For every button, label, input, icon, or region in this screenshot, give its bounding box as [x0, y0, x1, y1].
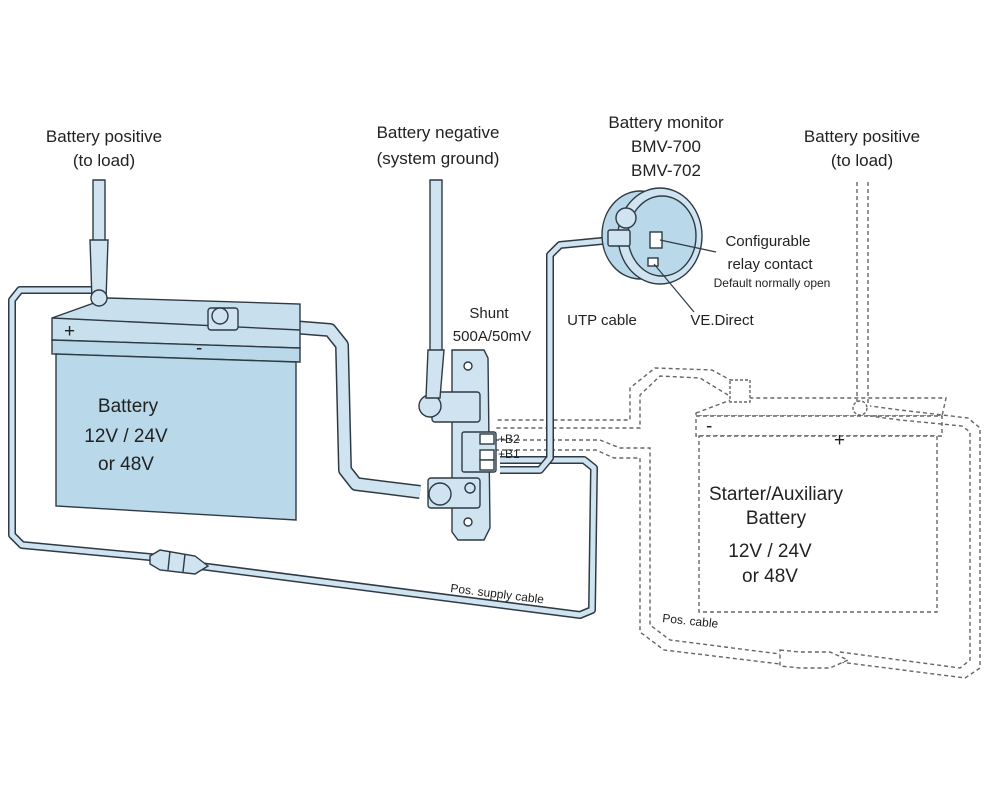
terminal-b1	[479, 449, 495, 461]
aux-battery-system	[495, 180, 981, 679]
relay-default: Default normally open	[714, 276, 831, 290]
main-minus-sign: -	[196, 338, 202, 359]
aux-inline-fuse	[779, 649, 850, 669]
main-battery-voltage-2: or 48V	[98, 454, 154, 475]
shunt-line1: Shunt	[469, 305, 509, 322]
terminal-b2	[479, 433, 495, 445]
batt-negative-line1: Battery negative	[377, 123, 500, 142]
batt-negative-line2: (system ground)	[377, 149, 500, 168]
utp-cable-fill	[500, 237, 613, 473]
monitor-knob	[615, 207, 637, 229]
batt-pos-right-line2: (to load)	[831, 151, 893, 170]
main-battery-body	[55, 353, 297, 521]
shunt-bolt-bottom	[428, 482, 452, 506]
shunt-hole-top	[463, 361, 473, 371]
batt-pos-right-line1: Battery positive	[804, 127, 920, 146]
aux-positive-cable-up	[856, 180, 869, 403]
batt-pos-left-line2: (to load)	[73, 151, 135, 170]
aux-battery-voltage-1: 12V / 24V	[728, 541, 812, 562]
aux-battery-lid	[695, 415, 943, 437]
shunt	[418, 349, 497, 541]
aux-negative-lead	[495, 367, 746, 429]
aux-terminals	[729, 379, 868, 416]
supply-inline-fuse	[149, 549, 210, 575]
pos-cable-label: Pos. cable	[662, 611, 720, 631]
aux-battery-body	[698, 435, 938, 613]
aux-plus-sign: +	[834, 430, 845, 451]
ground-lug	[425, 349, 445, 399]
utp-plug	[607, 229, 631, 247]
main-battery-terminals	[89, 239, 239, 331]
main-battery-voltage-1: 12V / 24V	[84, 426, 168, 447]
shunt-sense-screw	[464, 482, 476, 494]
leader-lines	[653, 239, 717, 313]
positive-bolt	[90, 289, 108, 307]
aux-battery-voltage-2: or 48V	[742, 566, 798, 587]
relay-line1: Configurable	[725, 233, 810, 250]
b2-label: +B2	[498, 432, 520, 446]
main-battery-lid	[51, 339, 301, 363]
aux-battery-name-1: Starter/Auxiliary	[709, 484, 844, 505]
main-plus-sign: +	[64, 321, 75, 342]
aux-minus-sign: -	[706, 416, 712, 437]
vedirect-label: VE.Direct	[690, 312, 754, 329]
negative-cable-fill	[229, 316, 421, 498]
main-battery	[51, 297, 301, 521]
vedirect-port	[647, 257, 659, 267]
ground-cable	[429, 179, 443, 361]
aux-pos-cable	[839, 405, 981, 679]
monitor-line3: BMV-702	[631, 161, 701, 180]
shunt-hole-bottom	[463, 517, 473, 527]
utp-label: UTP cable	[567, 312, 637, 329]
aux-battery-top	[695, 397, 947, 417]
shunt-line2: 500A/50mV	[453, 328, 531, 345]
negative-bolt	[211, 307, 229, 325]
main-battery-name: Battery	[98, 396, 159, 417]
battery-monitor	[601, 187, 703, 285]
batt-pos-left-line1: Battery positive	[46, 127, 162, 146]
monitor-line1: Battery monitor	[608, 113, 724, 132]
aux-b2-cable	[495, 439, 781, 665]
terminal-vedirect	[479, 459, 495, 471]
b1-label: +B1	[498, 447, 520, 461]
relay-line2: relay contact	[727, 256, 813, 273]
monitor-line2: BMV-700	[631, 137, 701, 156]
aux-battery-name-2: Battery	[746, 508, 807, 529]
